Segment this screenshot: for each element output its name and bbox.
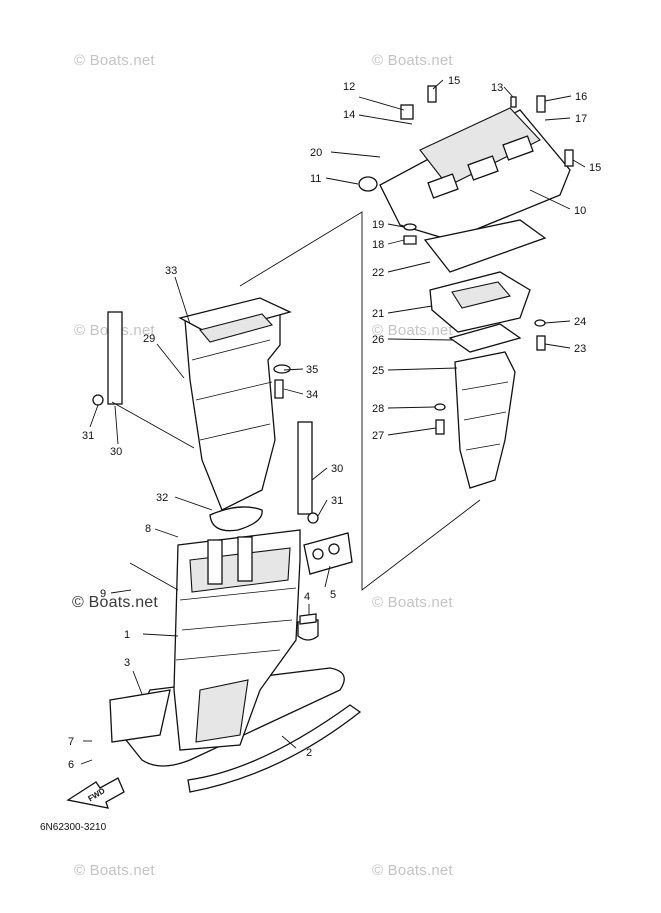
fwd-arrow-icon xyxy=(66,777,125,809)
case-column-part xyxy=(207,539,223,585)
callout-35: 35 xyxy=(306,364,318,376)
watermark: © Boats.net xyxy=(372,862,453,879)
callout-14: 14 xyxy=(343,109,355,121)
callout-27: 27 xyxy=(372,430,384,442)
part-code: 6N62300-3210 xyxy=(40,822,107,833)
callout-30: 30 xyxy=(110,446,122,458)
upper-case-assembly xyxy=(66,529,362,809)
callout-7: 7 xyxy=(68,736,74,748)
callout-28: 28 xyxy=(372,403,384,415)
callout-10: 10 xyxy=(574,205,586,217)
callout-16: 16 xyxy=(575,91,587,103)
callout-24: 24 xyxy=(574,316,586,328)
callout-6: 6 xyxy=(68,759,74,771)
callout-13: 13 xyxy=(491,82,503,94)
watermark: © Boats.net xyxy=(74,52,155,69)
callout-12: 12 xyxy=(343,81,355,93)
washer-part xyxy=(92,394,104,406)
gasket-plate-part xyxy=(423,219,547,273)
top-gasket-part xyxy=(419,107,541,187)
side-cover-part xyxy=(109,689,171,743)
fitting-part xyxy=(400,104,414,120)
cup-cap-part xyxy=(299,613,317,625)
callout-18: 18 xyxy=(372,239,384,251)
top-plate-assembly xyxy=(358,85,574,489)
grommet-part xyxy=(358,176,378,192)
callout-8: 8 xyxy=(145,523,151,535)
callout-4: 4 xyxy=(304,591,310,603)
cup-part xyxy=(297,619,319,641)
callout-17: 17 xyxy=(575,113,587,125)
callout-23: 23 xyxy=(574,343,586,355)
callout-32: 32 xyxy=(156,492,168,504)
leader-lines xyxy=(80,79,586,765)
callout-9: 9 xyxy=(100,588,106,600)
watermark: © Boats.net xyxy=(72,594,159,611)
mount-strip-part xyxy=(297,421,313,515)
gasket-part xyxy=(209,506,263,532)
case-window-part xyxy=(195,679,249,743)
callout-15: 15 xyxy=(448,75,460,87)
callout-19: 19 xyxy=(372,219,384,231)
case-column-part xyxy=(237,536,253,582)
callout-29: 29 xyxy=(143,333,155,345)
apron-part xyxy=(187,704,362,793)
seal-part xyxy=(303,532,353,575)
gasket-top-part xyxy=(178,297,292,335)
washer-part xyxy=(307,512,319,524)
gasket-small-part xyxy=(448,323,522,353)
callout-11: 11 xyxy=(310,173,321,185)
pan-recess-part xyxy=(199,313,274,343)
callout-34: 34 xyxy=(306,389,318,401)
mount-strip-part xyxy=(107,311,123,405)
callout-labels: 1 2 3 4 5 6 7 8 9 10 11 12 13 14 15 15 1… xyxy=(68,75,601,803)
oil-pan-assembly xyxy=(178,297,292,532)
callout-33: 33 xyxy=(165,265,177,277)
callout-20: 20 xyxy=(310,147,322,159)
callout-21: 21 xyxy=(372,308,384,320)
callout-5: 5 xyxy=(330,589,336,601)
callout-15b: 15 xyxy=(589,162,601,174)
callout-26: 26 xyxy=(372,334,384,346)
watermark: © Boats.net xyxy=(74,862,155,879)
callout-30b: 30 xyxy=(331,463,343,475)
exhaust-pipe-part xyxy=(454,351,516,489)
callout-2: 2 xyxy=(306,747,312,759)
callout-1: 1 xyxy=(124,629,130,641)
watermark: © Boats.net xyxy=(372,322,453,339)
callout-31b: 31 xyxy=(331,495,343,507)
callout-31: 31 xyxy=(82,430,94,442)
callout-25: 25 xyxy=(372,365,384,377)
watermark: © Boats.net xyxy=(372,52,453,69)
callout-3: 3 xyxy=(124,657,130,669)
callout-22: 22 xyxy=(372,267,384,279)
watermark: © Boats.net xyxy=(372,594,453,611)
